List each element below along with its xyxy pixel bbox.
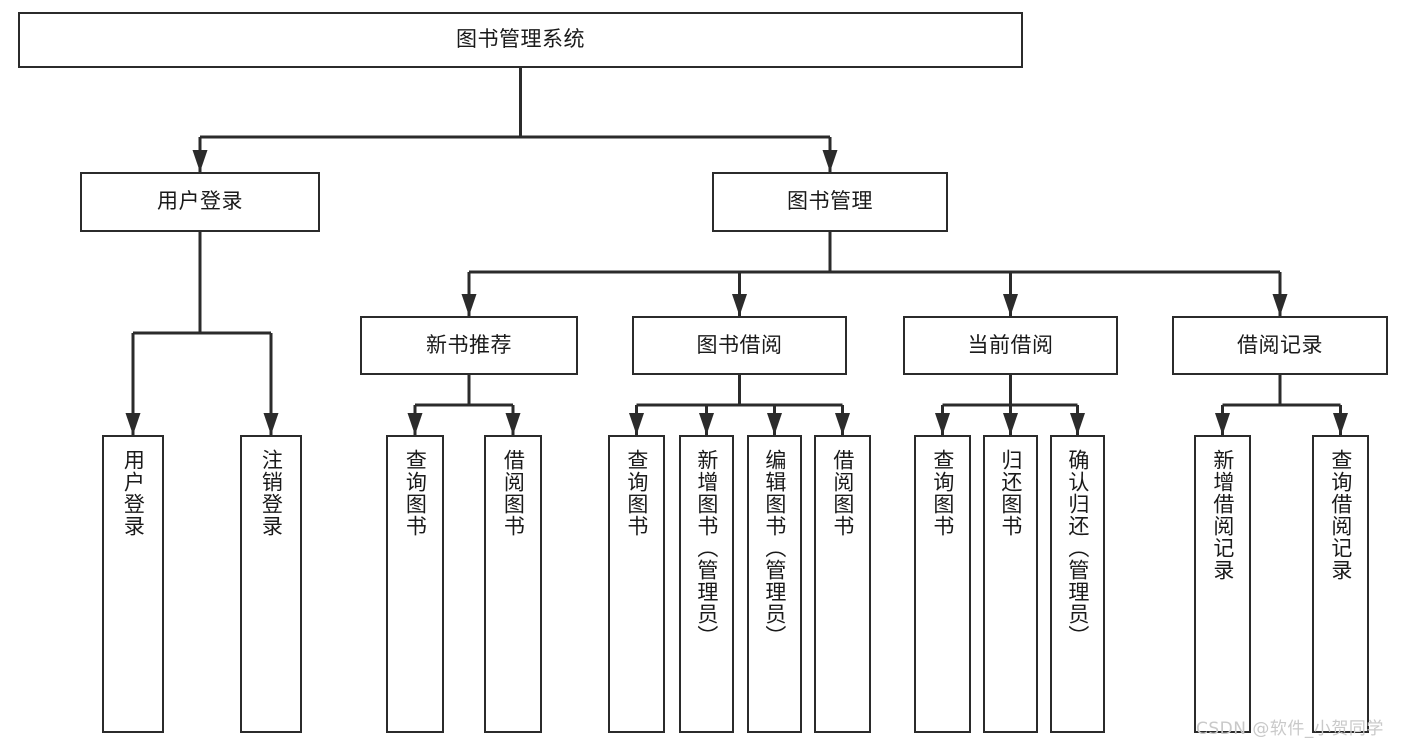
node-label: 编辑图书（管理员） — [762, 449, 787, 647]
node-l8[interactable]: 借阅图书 — [814, 435, 871, 733]
node-l11[interactable]: 确认归还（管理员） — [1050, 435, 1105, 733]
node-label: 图书管理 — [787, 189, 873, 214]
node-label: 借阅图书 — [830, 449, 855, 537]
arrowhead — [1003, 294, 1018, 316]
arrowhead — [935, 413, 950, 435]
arrowhead — [835, 413, 850, 435]
node-l12[interactable]: 新增借阅记录 — [1194, 435, 1251, 733]
node-l1[interactable]: 用户登录 — [102, 435, 164, 733]
node-label: 用户登录 — [157, 189, 243, 214]
node-label: 查询图书 — [624, 449, 649, 537]
node-l9[interactable]: 查询图书 — [914, 435, 971, 733]
node-records[interactable]: 借阅记录 — [1172, 316, 1388, 375]
arrowhead — [1003, 413, 1018, 435]
node-label: 用户登录 — [121, 449, 146, 537]
node-label: 借阅图书 — [501, 449, 526, 537]
node-l6[interactable]: 新增图书（管理员） — [679, 435, 734, 733]
node-l10[interactable]: 归还图书 — [983, 435, 1038, 733]
node-l3[interactable]: 查询图书 — [386, 435, 444, 733]
node-label: 图书借阅 — [696, 332, 783, 357]
arrowhead — [125, 413, 141, 435]
node-newbook[interactable]: 新书推荐 — [360, 316, 578, 375]
node-l7[interactable]: 编辑图书（管理员） — [747, 435, 802, 733]
node-label: 归还图书 — [998, 449, 1023, 537]
node-label: 查询图书 — [930, 449, 955, 537]
arrowhead — [732, 294, 747, 316]
arrowhead — [505, 413, 521, 435]
arrowhead — [699, 413, 714, 435]
arrowhead — [1272, 294, 1288, 316]
node-borrow[interactable]: 图书借阅 — [632, 316, 847, 375]
arrowhead — [1070, 413, 1085, 435]
node-label: 新书推荐 — [426, 332, 512, 357]
node-label: 确认归还（管理员） — [1065, 449, 1090, 647]
node-label: 注销登录 — [259, 449, 284, 537]
node-label: 新增图书（管理员） — [694, 449, 719, 647]
node-l5[interactable]: 查询图书 — [608, 435, 665, 733]
node-l4[interactable]: 借阅图书 — [484, 435, 542, 733]
node-label: 新增借阅记录 — [1210, 449, 1235, 581]
arrowhead — [461, 294, 477, 316]
node-label: 查询借阅记录 — [1328, 449, 1353, 581]
node-l13[interactable]: 查询借阅记录 — [1312, 435, 1369, 733]
node-label: 图书管理系统 — [456, 27, 585, 52]
node-root[interactable]: 图书管理系统 — [18, 12, 1023, 68]
node-label: 当前借阅 — [967, 332, 1054, 357]
node-l2[interactable]: 注销登录 — [240, 435, 302, 733]
arrowhead — [263, 413, 279, 435]
node-label: 借阅记录 — [1237, 332, 1323, 357]
arrowhead — [1215, 413, 1230, 435]
node-bookmgmt[interactable]: 图书管理 — [712, 172, 948, 232]
node-current[interactable]: 当前借阅 — [903, 316, 1118, 375]
arrowhead — [629, 413, 644, 435]
node-label: 查询图书 — [403, 449, 428, 537]
arrowhead — [767, 413, 782, 435]
arrowhead — [1333, 413, 1348, 435]
node-login[interactable]: 用户登录 — [80, 172, 320, 232]
arrowhead — [407, 413, 423, 435]
arrowhead — [822, 150, 838, 172]
arrowhead — [192, 150, 208, 172]
